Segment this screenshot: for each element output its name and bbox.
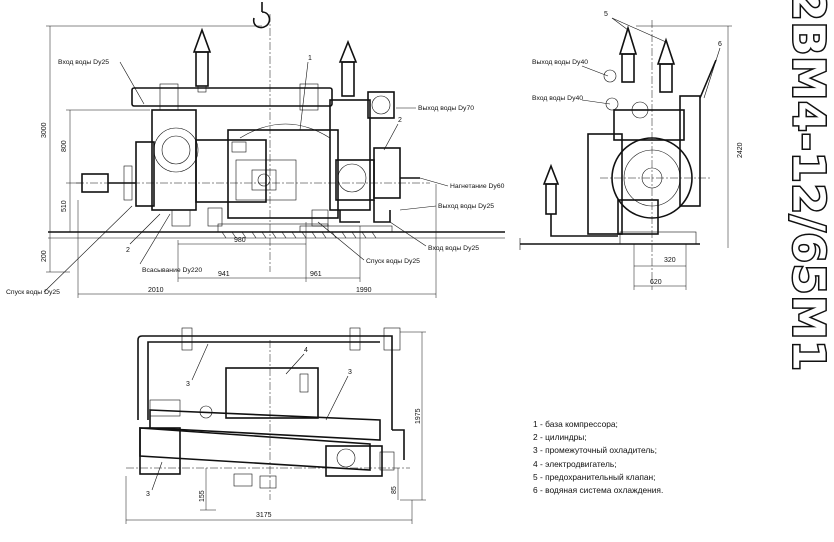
- leader-2: 2: [398, 117, 402, 124]
- leader-3-top: 3: [186, 381, 190, 388]
- label-water-in-right2: Вход воды Dy25: [428, 245, 479, 252]
- leader-1: 1: [308, 55, 312, 62]
- leader-5: 5: [604, 11, 608, 18]
- side-view: Вход воды Dy25 Выход воды Dy70 Нагнетани…: [6, 2, 505, 298]
- model-title: 2ВМ4-12/65М1: [781, 0, 834, 373]
- end-view: Выход воды Dy40 Вход воды Dy40 2420 320 …: [519, 11, 744, 290]
- model-title-text: 2ВМ4-12/65М1: [781, 0, 834, 373]
- leader-3-right: 3: [348, 369, 352, 376]
- dim-height-total: 3000: [41, 122, 48, 138]
- legend-item-4: 4 - электродвигатель;: [533, 458, 617, 469]
- dim-width-961: 961: [310, 271, 322, 278]
- dim-width-2010: 2010: [148, 287, 164, 294]
- dim-height-200: 200: [41, 250, 48, 262]
- dim-width-1990: 1990: [356, 287, 372, 294]
- label-end-water-out: Выход воды Dy40: [532, 59, 588, 66]
- dim-width-980: 980: [234, 237, 246, 244]
- dim-plan-width: 3175: [256, 512, 272, 519]
- label-end-water-in: Вход воды Dy40: [532, 95, 583, 102]
- dim-height-800: 800: [61, 140, 68, 152]
- dim-width-941: 941: [218, 271, 230, 278]
- label-discharge: Нагнетание Dy60: [450, 183, 505, 190]
- leader-2-lower: 2: [126, 247, 130, 254]
- legend-item-5: 5 - предохранительный клапан;: [533, 471, 656, 482]
- dim-end-width-320: 320: [664, 257, 676, 264]
- dim-plan-depth: 1975: [415, 408, 422, 424]
- dim-height-510: 510: [61, 200, 68, 212]
- dim-plan-85: 85: [391, 486, 398, 494]
- legend-item-6: 6 - водяная система охлаждения.: [533, 485, 664, 496]
- leader-3-bottom: 3: [146, 491, 150, 498]
- dim-end-width-620: 620: [650, 279, 662, 286]
- label-drain-bottom: Спуск воды Dy25: [366, 258, 420, 265]
- dim-end-height: 2420: [737, 142, 744, 158]
- leader-6: 6: [718, 41, 722, 48]
- label-water-out-right: Выход воды Dy70: [418, 105, 474, 112]
- legend: 1 - база компрессора; 2 - цилиндры; 3 - …: [533, 418, 733, 497]
- crane-hook-icon: [252, 2, 271, 29]
- legend-item-3: 3 - промежуточный охладитель;: [533, 445, 657, 456]
- legend-item-1: 1 - база компрессора;: [533, 419, 618, 429]
- label-suction: Всасывание Dy220: [142, 267, 202, 274]
- leader-4: 4: [304, 347, 308, 354]
- dim-plan-155: 155: [199, 490, 206, 502]
- plan-view: 4 3 3 3 1975 3175 155 85: [125, 327, 426, 524]
- legend-item-2: 2 - цилиндры;: [533, 432, 587, 443]
- label-water-in-left: Вход воды Dy25: [58, 59, 109, 66]
- label-water-out-right2: Выход воды Dy25: [438, 203, 494, 210]
- label-drain-left: Спуск воды Dy25: [6, 289, 60, 296]
